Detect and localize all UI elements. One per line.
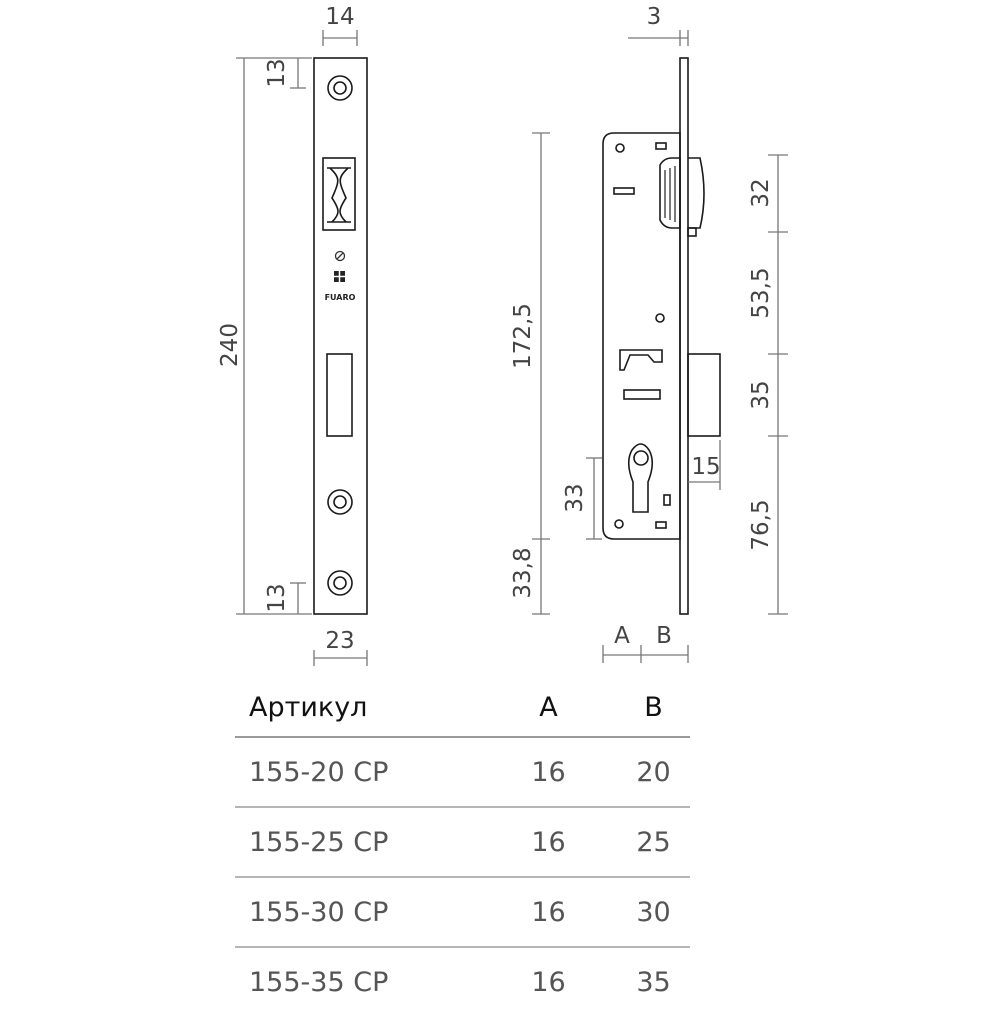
dim-bottom-screw-offset: 13: [264, 583, 290, 612]
dim-faceplate-width-bottom: 23: [325, 628, 354, 654]
cell-b: 35: [636, 966, 671, 998]
side-body-mark-bottom: [655, 521, 667, 529]
dim-faceplate-thickness: 3: [647, 4, 662, 30]
dim-label-a: A: [614, 623, 630, 649]
side-deadbolt: [687, 353, 721, 437]
cell-article: 155-35 CP: [249, 966, 389, 998]
side-body-slot-top: [613, 187, 635, 195]
side-latch: [659, 157, 705, 237]
front-latch: [322, 157, 356, 231]
cell-a: 16: [480, 807, 617, 878]
cell-a: 16: [480, 877, 617, 948]
header-article: Артикул: [235, 678, 480, 738]
header-b: B: [617, 678, 690, 738]
front-logo: FUARO: [325, 250, 356, 302]
side-body-mark-mid: [663, 494, 671, 506]
cell-b: 30: [617, 877, 690, 948]
side-body-mark-top: [655, 142, 667, 150]
cell-b: 20: [617, 737, 690, 808]
cell-article: 155-30 CP: [235, 877, 480, 948]
dim-bolt-height: 35: [748, 380, 774, 409]
front-faceplate: [313, 57, 368, 615]
table-row: 155-20 CP 16 20: [235, 737, 690, 808]
dim-bolt-to-bottom: 76,5: [748, 499, 774, 550]
side-lock-body: [602, 132, 681, 540]
table-row: 155-25 CP 16 25: [235, 807, 690, 878]
table-header-row: Артикул A B: [235, 678, 690, 738]
side-body-rivet-bottom: [614, 519, 624, 529]
dim-body-height: 172,5: [510, 303, 536, 369]
cell-article: 155-25 CP: [235, 807, 480, 878]
header-a: A: [480, 678, 617, 738]
side-bolt-mechanism: [619, 349, 663, 400]
dim-cylinder-height: 33: [562, 483, 588, 512]
front-middle-screw: [327, 489, 353, 515]
cell-a: 16: [480, 737, 617, 808]
front-logo-text: FUARO: [325, 293, 356, 302]
front-bottom-screw: [327, 570, 353, 596]
dim-faceplate-width-top: 14: [325, 4, 354, 30]
dim-latch-to-bolt: 53,5: [748, 267, 774, 318]
cell-a: 16: [531, 966, 566, 998]
side-view: 3 172,5 33,8 33 32 53,5 35 76,5 15: [510, 4, 788, 663]
table-row: 155-35 CP 16 35: [235, 947, 690, 1016]
front-bolt-slot: [326, 353, 353, 437]
technical-drawing: FUARO 14 240 13 13 23: [217, 4, 788, 666]
dim-bottom-offset: 33,8: [510, 547, 536, 598]
dim-latch-offset: 32: [748, 178, 774, 207]
side-body-rivet-top: [615, 143, 625, 153]
dim-total-height: 240: [217, 323, 243, 367]
side-cylinder-hole: [627, 443, 654, 513]
side-body-rivet-mid: [655, 313, 665, 323]
side-faceplate: [679, 57, 689, 615]
table-row: 155-30 CP 16 30: [235, 877, 690, 948]
cell-article: 155-20 CP: [235, 737, 480, 808]
front-view: FUARO 14 240 13 13 23: [217, 4, 368, 666]
side-cylinder-circle: [633, 450, 649, 466]
front-top-screw-inner: [333, 81, 347, 95]
dim-label-b: B: [656, 623, 672, 649]
front-top-screw: [327, 75, 353, 101]
spec-table: Артикул A B 155-20 CP 16 20 155-25 CP 16…: [235, 678, 690, 1016]
cell-b: 25: [617, 807, 690, 878]
dim-top-screw-offset: 13: [264, 58, 290, 87]
dim-bolt-projection: 15: [691, 454, 720, 480]
